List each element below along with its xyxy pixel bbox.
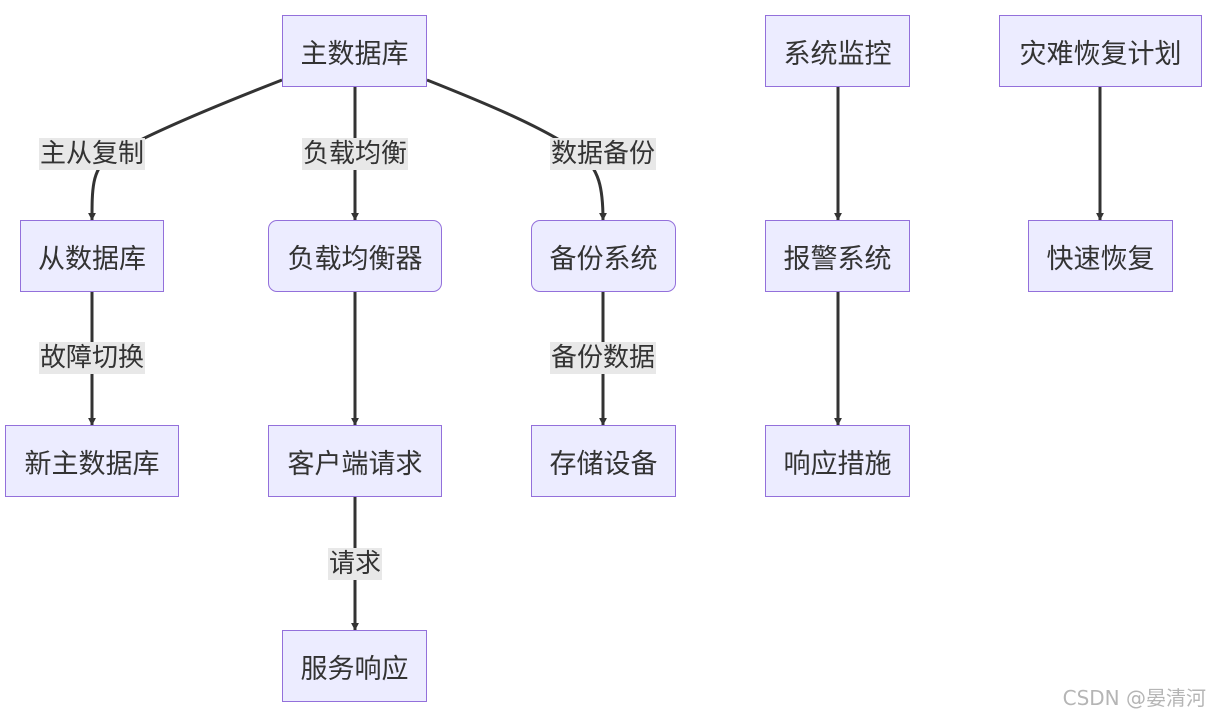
node-load-balancer: 负载均衡器 — [268, 220, 442, 292]
edge-label-request: 请求 — [327, 548, 383, 580]
edge-label-master-slave-replication: 主从复制 — [38, 138, 146, 170]
node-service-response: 服务响应 — [282, 630, 427, 702]
node-slave-db: 从数据库 — [20, 220, 164, 292]
node-storage-device: 存储设备 — [531, 425, 676, 497]
edge-label-backup-data: 备份数据 — [549, 342, 657, 374]
edge-label-failover: 故障切换 — [38, 342, 146, 374]
node-disaster-recovery-plan: 灾难恢复计划 — [999, 15, 1202, 87]
edge-label-data-backup: 数据备份 — [549, 138, 657, 170]
node-fast-recovery: 快速恢复 — [1028, 220, 1173, 292]
node-system-monitor: 系统监控 — [765, 15, 910, 87]
edge-label-load-balancing: 负载均衡 — [301, 138, 409, 170]
watermark-text: CSDN @晏清河 — [1062, 686, 1206, 710]
node-alarm-system: 报警系统 — [765, 220, 910, 292]
node-backup-system: 备份系统 — [531, 220, 676, 292]
node-client-request: 客户端请求 — [268, 425, 442, 497]
node-new-master-db: 新主数据库 — [5, 425, 179, 497]
node-response-measures: 响应措施 — [765, 425, 910, 497]
node-master-db: 主数据库 — [282, 15, 427, 87]
